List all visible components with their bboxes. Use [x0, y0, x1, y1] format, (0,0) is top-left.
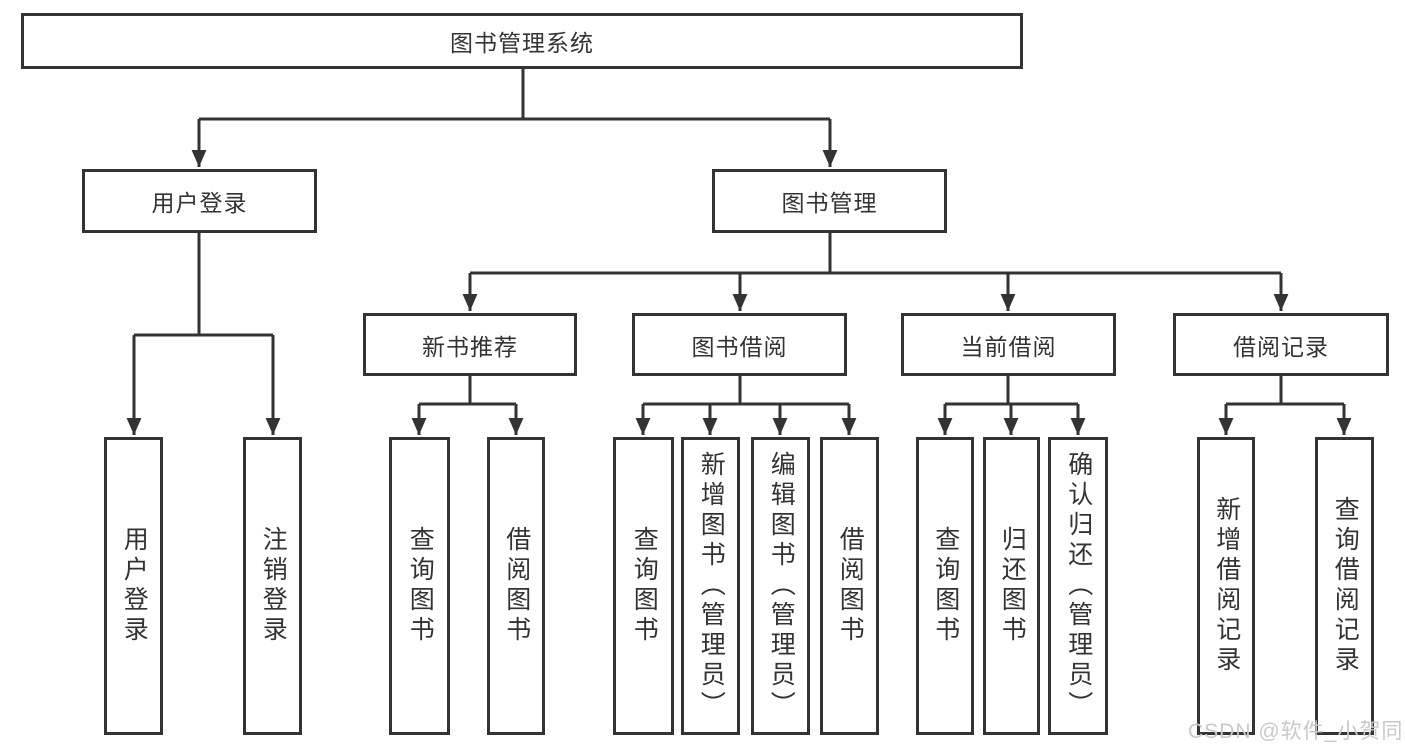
node-leaf-recommend-borrow-books-label: 借阅图书 [502, 526, 531, 646]
node-leaf-add-borrow-record-label: 新增借阅记录 [1212, 496, 1241, 676]
node-leaf-recommend-query-books: 查询图书 [389, 437, 450, 735]
node-leaf-borrow-books-label: 借阅图书 [836, 526, 865, 646]
node-borrowing-records: 借阅记录 [1173, 313, 1389, 376]
node-leaf-add-books-admin: 新增图书（管理员） [681, 437, 740, 735]
node-new-book-recommend: 新书推荐 [363, 313, 577, 376]
node-current-borrowing-label: 当前借阅 [960, 333, 1057, 360]
node-leaf-user-login-label: 用户登录 [120, 526, 149, 646]
node-leaf-logout: 注销登录 [243, 437, 302, 735]
node-new-book-recommend-label: 新书推荐 [422, 333, 518, 360]
node-leaf-logout-label: 注销登录 [259, 526, 288, 646]
node-leaf-confirm-return-admin: 确认归还（管理员） [1048, 437, 1108, 735]
node-leaf-add-books-admin-label: 新增图书（管理员） [697, 451, 726, 721]
node-book-management: 图书管理 [712, 169, 947, 233]
node-book-borrowing: 图书借阅 [632, 313, 847, 376]
node-leaf-user-login: 用户登录 [104, 437, 163, 735]
node-leaf-recommend-query-books-label: 查询图书 [406, 526, 435, 646]
node-user-login: 用户登录 [82, 169, 317, 233]
node-book-borrowing-label: 图书借阅 [691, 333, 788, 360]
node-leaf-edit-books-admin-label: 编辑图书（管理员） [767, 451, 796, 721]
node-leaf-borrowing-query-books: 查询图书 [613, 437, 674, 735]
node-leaf-borrow-books: 借阅图书 [820, 437, 879, 735]
node-library-system: 图书管理系统 [21, 13, 1023, 69]
node-leaf-current-query-books: 查询图书 [916, 437, 974, 735]
node-borrowing-records-label: 借阅记录 [1233, 333, 1329, 360]
node-leaf-edit-books-admin: 编辑图书（管理员） [751, 437, 810, 735]
node-book-management-label: 图书管理 [781, 190, 878, 216]
node-user-login-label: 用户登录 [151, 190, 248, 216]
csdn-watermark: CSDN @软件_小贺同学 [1188, 720, 1405, 743]
node-leaf-confirm-return-admin-label: 确认归还（管理员） [1064, 451, 1093, 721]
node-leaf-query-borrow-record-label: 查询借阅记录 [1331, 496, 1360, 676]
node-library-system-label: 图书管理系统 [450, 30, 594, 56]
node-leaf-add-borrow-record: 新增借阅记录 [1197, 437, 1255, 735]
node-leaf-recommend-borrow-books: 借阅图书 [487, 437, 545, 735]
node-leaf-query-borrow-record: 查询借阅记录 [1315, 437, 1374, 735]
node-leaf-return-books-label: 归还图书 [998, 526, 1027, 646]
node-leaf-return-books: 归还图书 [983, 437, 1040, 735]
node-leaf-borrowing-query-books-label: 查询图书 [630, 526, 659, 646]
node-current-borrowing: 当前借阅 [901, 313, 1116, 376]
node-leaf-current-query-books-label: 查询图书 [931, 526, 960, 646]
